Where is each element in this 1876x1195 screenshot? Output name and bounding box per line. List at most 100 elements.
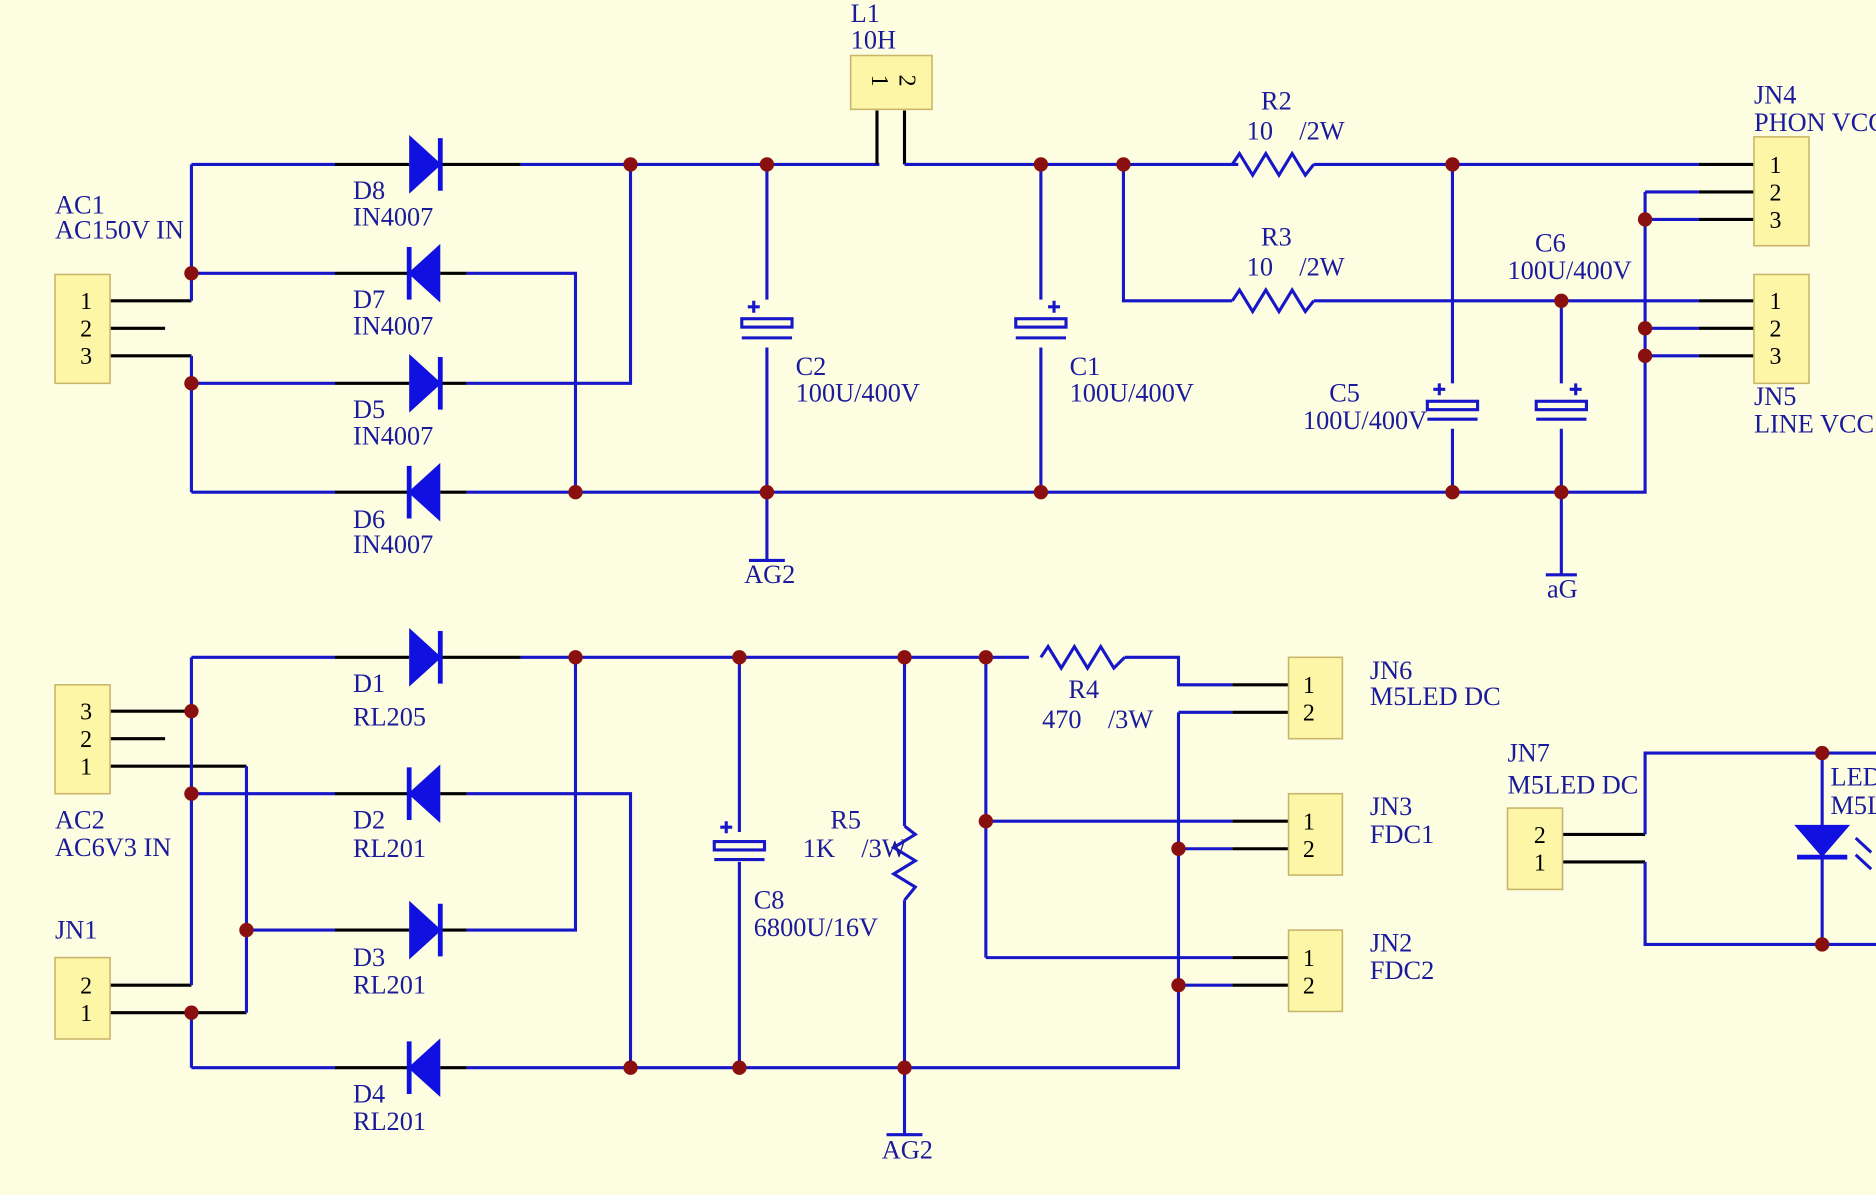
- label-JN5-value: LINE VCC: [1754, 409, 1874, 438]
- capacitor-C6: [1534, 383, 1589, 421]
- capacitor-C2: [740, 300, 794, 340]
- pin-label: 1: [1534, 850, 1546, 876]
- label-R5-value: 1K /3W: [803, 834, 907, 863]
- label-C1-value: 100U/400V: [1070, 378, 1194, 407]
- connector-JN1: 2 1: [54, 956, 111, 1040]
- diode-D8: [409, 135, 443, 194]
- label-R3: R3: [1261, 223, 1292, 252]
- connector-JN7: 2 1: [1506, 807, 1564, 891]
- label-D6-value: IN4007: [353, 530, 433, 559]
- led-symbol: [1794, 824, 1873, 871]
- pin-label: 2: [1303, 974, 1315, 1000]
- label-JN5: JN5: [1754, 382, 1796, 411]
- label-L1: L1: [851, 0, 880, 28]
- diode-D1: [409, 627, 443, 687]
- label-JN6: JN6: [1370, 656, 1412, 685]
- diode-D2: [406, 764, 441, 824]
- label-JN6-value: M5LED DC: [1370, 682, 1501, 711]
- pin-label: 2: [80, 727, 92, 753]
- bottom-wires: [110, 655, 1876, 1135]
- connector-JN4: 1 2 3: [1753, 136, 1810, 247]
- label-D7: D7: [353, 285, 385, 314]
- connector-AC1: 1 2 3: [54, 273, 111, 385]
- pin-label: 1: [866, 75, 892, 87]
- pin-label: 3: [80, 344, 92, 370]
- pin-label: 3: [80, 700, 92, 726]
- label-L1-value: 10H: [851, 25, 896, 54]
- label-C8-value: 6800U/16V: [754, 913, 878, 942]
- label-D2-value: RL201: [353, 834, 426, 863]
- resistor-R4: [1039, 643, 1126, 672]
- connector-AC2: 3 2 1: [54, 684, 111, 795]
- label-D5-value: IN4007: [353, 421, 433, 450]
- connector-JN2: 1 2: [1287, 929, 1344, 1013]
- label-D8-value: IN4007: [353, 202, 433, 231]
- label-JN2-value: FDC2: [1370, 956, 1434, 985]
- label-AC1-value: AC150V IN: [55, 216, 184, 245]
- pin-label: 2: [80, 974, 92, 1000]
- label-D3: D3: [353, 943, 385, 972]
- label-LED-value: M5L: [1831, 791, 1876, 820]
- label-R2-value: 10 /2W: [1247, 116, 1345, 145]
- pin-label: 2: [80, 317, 92, 343]
- pin-label: 1: [1303, 673, 1315, 699]
- label-C5-value: 100U/400V: [1303, 406, 1427, 435]
- label-C2: C2: [796, 352, 827, 381]
- label-C2-value: 100U/400V: [796, 378, 920, 407]
- pin-label: 1: [80, 289, 92, 315]
- pin-label: 2: [1303, 701, 1315, 727]
- resistor-R5: [890, 824, 919, 902]
- connector-JN6: 1 2: [1287, 656, 1344, 740]
- label-C1: C1: [1070, 352, 1101, 381]
- label-JN7-value: M5LED DC: [1508, 771, 1639, 800]
- diode-D5: [409, 354, 443, 413]
- capacitor-C8: [712, 821, 767, 862]
- label-ground-AG2-bottom: AG2: [882, 1136, 933, 1165]
- diode-D7: [406, 243, 441, 303]
- inductor-L1: 1 2: [849, 54, 933, 111]
- label-R4-value: 470 /3W: [1042, 705, 1153, 734]
- label-R3-value: 10 /2W: [1247, 253, 1345, 282]
- connector-JN5: 1 2 3: [1753, 273, 1810, 385]
- label-C5: C5: [1329, 378, 1360, 407]
- pin-label: 2: [1534, 823, 1546, 849]
- label-LED: LED: [1831, 762, 1876, 791]
- label-JN3: JN3: [1370, 792, 1412, 821]
- pin-label: 1: [80, 755, 92, 781]
- pin-label: 2: [1303, 837, 1315, 863]
- pin-label: 3: [1770, 208, 1782, 234]
- label-D3-value: RL201: [353, 971, 426, 1000]
- pin-label: 3: [1770, 344, 1782, 370]
- pin-label: 2: [1770, 180, 1782, 206]
- label-JN1: JN1: [55, 915, 97, 944]
- diode-D4: [406, 1038, 441, 1098]
- label-AC2-value: AC6V3 IN: [55, 833, 171, 862]
- label-C6: C6: [1535, 229, 1566, 258]
- diode-D6: [406, 462, 441, 522]
- label-JN4: JN4: [1754, 80, 1796, 109]
- label-AC2: AC2: [55, 805, 105, 834]
- label-JN2: JN2: [1370, 929, 1412, 958]
- pin-label: 1: [1770, 289, 1782, 315]
- label-D4: D4: [353, 1079, 385, 1108]
- pin-label: 1: [1303, 810, 1315, 836]
- resistor-R3: [1231, 287, 1315, 315]
- pin-label: 1: [1770, 153, 1782, 179]
- label-D1-value: RL205: [353, 703, 426, 732]
- label-JN7: JN7: [1508, 738, 1550, 767]
- label-AC1: AC1: [55, 190, 105, 219]
- connector-JN3: 1 2: [1287, 792, 1344, 876]
- label-C8: C8: [754, 886, 785, 915]
- label-JN4-value: PHON VCC: [1754, 108, 1876, 137]
- junctions-top: [184, 157, 1653, 500]
- pin-label: 1: [1303, 946, 1315, 972]
- label-D1: D1: [353, 669, 385, 698]
- label-C6-value: 100U/400V: [1508, 256, 1632, 285]
- pin-label: 2: [894, 75, 920, 87]
- label-ground-AG2: AG2: [744, 560, 795, 589]
- label-R4: R4: [1068, 675, 1099, 704]
- label-R5: R5: [830, 805, 861, 834]
- junctions-bottom: [184, 650, 1830, 1075]
- label-D4-value: RL201: [353, 1107, 426, 1136]
